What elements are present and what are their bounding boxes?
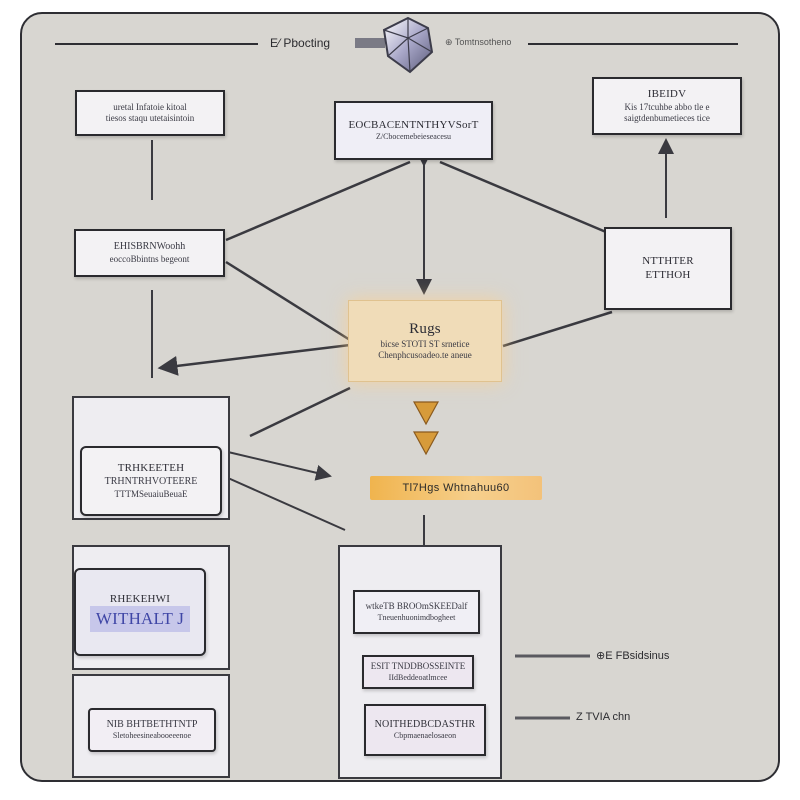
node-top-center-line1: EOCBACENTNTHYVSorT [348,118,479,131]
bottom-card-1: wtkeTB BROOmSKEEDalf Tneuenhuonimdboghee… [353,590,480,634]
banner-label: Tl7Hgs Whtnahuu60 [370,476,542,500]
node-top-left-line2: tiesos staqu utetaisintoin [105,113,195,123]
left-card-3-line1: NIB BHTBETHTNTP [106,718,198,730]
node-top-right-line1: IBEIDV [647,87,687,100]
bottom-card-3-line1: NOITHEDBCDASTHR [374,718,476,730]
left-card-2: RHEKEHWI WITHALT J [74,568,206,656]
node-top-center-line2: Z/Cbocemebeieseacesu [375,132,452,142]
node-center-line3: Chenphcusoadeo.te aneue [378,350,472,361]
bottom-card-3: NOITHEDBCDASTHR Cbpmaenaelosaeon [364,704,486,756]
node-mid-left-line2: eoccoBbintns begeont [109,253,190,264]
node-center-line1: Rugs [409,321,441,338]
left-card-3-line2: Sletoheesineabooeeenoe [112,731,192,741]
left-card-2-line1: RHEKEHWI [109,592,171,605]
node-mid-right-line1: NTTHTER [642,254,694,267]
bottom-card-2: ESIT TNDDBOSSEINTE IIdBeddeoatlmcee [362,655,474,689]
node-center: Rugs bicse STOTI ST srnetice Chenphcusoa… [348,300,502,382]
left-card-1-line1: TRHKEETEH [117,462,185,475]
side-label-upper: ⊕E FBsidsinus [596,650,670,662]
node-top-center: EOCBACENTNTHYVSorT Z/Cbocemebeieseacesu [334,101,493,160]
left-card-2-line2: WITHALT J [89,606,191,632]
node-mid-right-line2: ETTHOH [645,268,691,281]
node-mid-left-line1: EHISBRNWoohh [113,241,186,253]
bottom-card-3-line2: Cbpmaenaelosaeon [393,731,457,741]
bottom-card-2-line2: IIdBeddeoatlmcee [388,672,448,682]
left-card-1: TRHKEETEH TRHNTRHVOTEERE TTTMSeuaiuBeuaE [80,446,222,516]
side-label-lower: Z TVIA chn [576,711,631,723]
node-center-line2: bicse STOTI ST srnetice [380,339,470,350]
bottom-card-2-line1: ESIT TNDDBOSSEINTE [370,661,466,672]
bottom-card-1-line2: Tneuenhuonimdbogheet [377,612,456,622]
node-mid-left: EHISBRNWoohh eoccoBbintns begeont [74,229,225,277]
left-card-1-line2: TRHNTRHVOTEERE [104,476,198,487]
header-title-right: ⊕ Tomtnsotheno [445,37,512,47]
node-mid-right: NTTHTER ETTHOH [604,227,732,310]
header-title-left: E⁄ Pbocting [270,36,331,50]
node-top-right-line2: Kis 17tcuhbe abbo tle e [624,101,710,112]
left-card-3: NIB BHTBETHTNTP Sletoheesineabooeeenoe [88,708,216,752]
node-top-left: uretal Infatoie kitoal tiesos staqu utet… [75,90,225,136]
node-top-right-line3: saigtdenbumetieces tice [624,112,710,123]
node-top-right: IBEIDV Kis 17tcuhbe abbo tle e saigtdenb… [592,77,742,135]
bottom-card-1-line1: wtkeTB BROOmSKEEDalf [365,601,468,612]
left-card-1-line3: TTTMSeuaiuBeuaE [114,488,188,499]
node-top-left-line1: uretal Infatoie kitoal [113,101,187,112]
